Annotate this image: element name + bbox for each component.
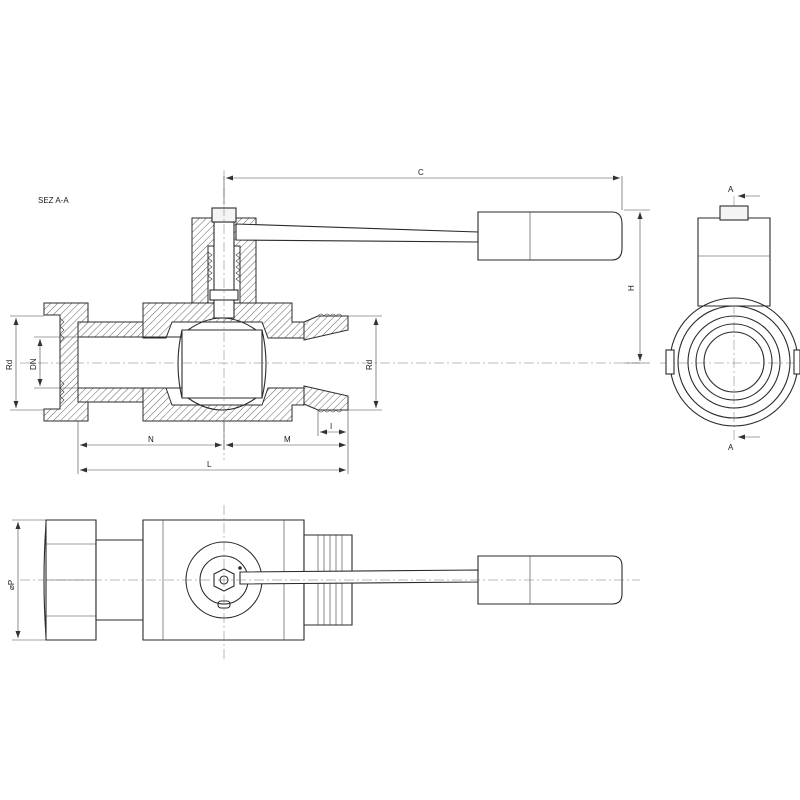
dim-n-label: N [148, 435, 154, 444]
section-dimensions: C H Rd DN Rd N M I [5, 168, 650, 474]
left-tail-lower-wall [77, 387, 144, 403]
ball-curve-right [261, 329, 267, 399]
dim-dn-label: DN [29, 358, 38, 370]
dim-i-label: I [330, 422, 332, 431]
side-bore-inner [703, 331, 765, 393]
ball-curve-left [177, 329, 183, 399]
handle-lever [235, 223, 479, 243]
top-indicator-dot [238, 566, 242, 570]
left-nut-section [43, 302, 89, 422]
section-marker-bottom: A [728, 443, 734, 452]
dim-m-label: M [284, 435, 291, 444]
ball [181, 329, 263, 399]
dim-rd-right-label: Rd [365, 360, 374, 370]
side-mid-ring [687, 315, 781, 409]
side-lug-right [793, 349, 800, 375]
dim-l-label: L [207, 460, 212, 469]
side-lug-left [665, 349, 675, 375]
body-upper-section [142, 302, 305, 339]
handle-grip [477, 211, 623, 261]
side-bonnet [697, 217, 771, 307]
right-end-lower-wall [303, 385, 349, 411]
top-handle-lever [239, 569, 479, 585]
right-end-upper-wall [303, 315, 349, 341]
side-view: A A [660, 185, 800, 452]
right-end-thread [317, 313, 343, 413]
dim-rd-left-label: Rd [5, 360, 14, 370]
left-tail-upper-wall [77, 321, 144, 338]
side-stem-nut [719, 205, 749, 221]
side-nut-ring [677, 305, 791, 419]
stem-thread [207, 251, 241, 283]
top-view: ⌀P [7, 505, 640, 660]
section-marker-top: A [728, 185, 734, 194]
ball-seat-bottom [187, 397, 257, 411]
section-view: SEZ A-A [20, 170, 640, 460]
side-bore-outer [695, 323, 773, 401]
dim-h-label: H [627, 285, 636, 291]
section-label: SEZ A-A [38, 196, 69, 205]
dim-p-label: ⌀P [7, 580, 16, 590]
dim-c-label: C [418, 168, 424, 177]
left-nut-thread [59, 317, 65, 405]
